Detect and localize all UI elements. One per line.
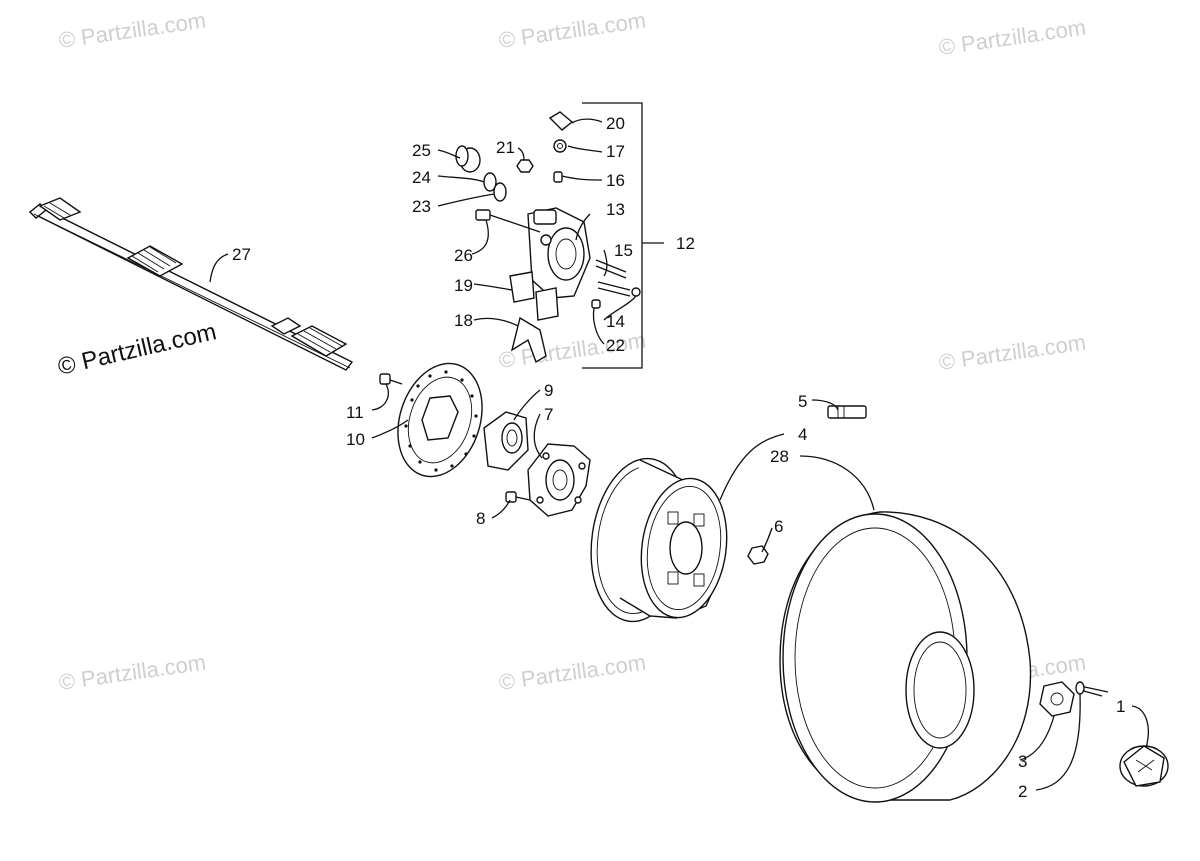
- watermark-1: © Partzilla.com: [57, 8, 207, 53]
- wheel-rim[interactable]: [581, 452, 735, 628]
- wheel-hub[interactable]: [527, 443, 591, 517]
- lug-nut[interactable]: [747, 545, 769, 565]
- watermark-3: © Partzilla.com: [937, 15, 1087, 60]
- callout-4[interactable]: 4: [798, 425, 807, 444]
- caliper-bolt[interactable]: [475, 209, 541, 233]
- callout-16[interactable]: 16: [606, 171, 625, 190]
- callout-3[interactable]: 3: [1018, 752, 1027, 771]
- callout-15[interactable]: 15: [614, 241, 633, 260]
- pad-pins[interactable]: [595, 259, 631, 297]
- cotter-pin[interactable]: [1075, 681, 1109, 697]
- callout-23[interactable]: 23: [412, 197, 431, 216]
- callout-6[interactable]: 6: [774, 517, 783, 536]
- watermark-2: © Partzilla.com: [497, 8, 647, 53]
- callout-24[interactable]: 24: [412, 168, 431, 187]
- callout-21[interactable]: 21: [496, 138, 515, 157]
- clip[interactable]: [631, 287, 641, 297]
- callout-14[interactable]: 14: [606, 312, 625, 331]
- callout-12[interactable]: 12: [676, 234, 695, 253]
- valve-stem[interactable]: [827, 405, 867, 419]
- brake-caliper[interactable]: [527, 207, 591, 299]
- callout-5[interactable]: 5: [798, 392, 807, 411]
- pad-spring[interactable]: [510, 316, 547, 364]
- bleeder-screw[interactable]: [553, 171, 563, 183]
- tire[interactable]: [779, 511, 1032, 803]
- callout-25[interactable]: 25: [412, 141, 431, 160]
- callout-13[interactable]: 13: [606, 200, 625, 219]
- leader-lines: [209, 118, 1149, 791]
- hub-cap[interactable]: [1119, 745, 1169, 787]
- seal[interactable]: [493, 182, 507, 202]
- callout-9[interactable]: 9: [544, 381, 553, 400]
- bushing[interactable]: [455, 145, 481, 173]
- callout-2[interactable]: 2: [1018, 782, 1027, 801]
- callout-10[interactable]: 10: [346, 430, 365, 449]
- bleeder-cap[interactable]: [591, 299, 601, 309]
- disc-bolt[interactable]: [379, 373, 403, 385]
- callout-27[interactable]: 27: [232, 245, 251, 264]
- callout-numbers: 1 2 3 4 5 6 7 8 9 10 11 12 13 14 15 16 1…: [232, 114, 1125, 801]
- nut-21[interactable]: [516, 159, 534, 173]
- watermark-5: © Partzilla.com: [937, 330, 1087, 375]
- banjo-fitting[interactable]: [548, 111, 574, 131]
- watermark-6: © Partzilla.com: [57, 650, 207, 695]
- watermark-7: © Partzilla.com: [497, 650, 647, 695]
- callout-18[interactable]: 18: [454, 311, 473, 330]
- disc-hub[interactable]: [483, 411, 529, 471]
- axle-shaft[interactable]: [28, 197, 354, 371]
- callout-19[interactable]: 19: [454, 276, 473, 295]
- callout-8[interactable]: 8: [476, 509, 485, 528]
- watermark-dark: © Partzilla.com: [55, 318, 219, 381]
- washer-17[interactable]: [553, 139, 567, 153]
- callout-22[interactable]: 22: [606, 336, 625, 355]
- callout-28[interactable]: 28: [770, 447, 789, 466]
- brake-pads[interactable]: [509, 271, 559, 321]
- callout-26[interactable]: 26: [454, 246, 473, 265]
- callout-11[interactable]: 11: [346, 403, 364, 422]
- axle-nut[interactable]: [1039, 681, 1075, 717]
- callout-7[interactable]: 7: [544, 405, 553, 424]
- brake-disc[interactable]: [384, 352, 496, 487]
- callout-20[interactable]: 20: [606, 114, 625, 133]
- callout-17[interactable]: 17: [606, 142, 625, 161]
- callout-1[interactable]: 1: [1116, 697, 1125, 716]
- brake-assembly-bracket: [582, 102, 664, 369]
- hub-stud[interactable]: [505, 491, 531, 503]
